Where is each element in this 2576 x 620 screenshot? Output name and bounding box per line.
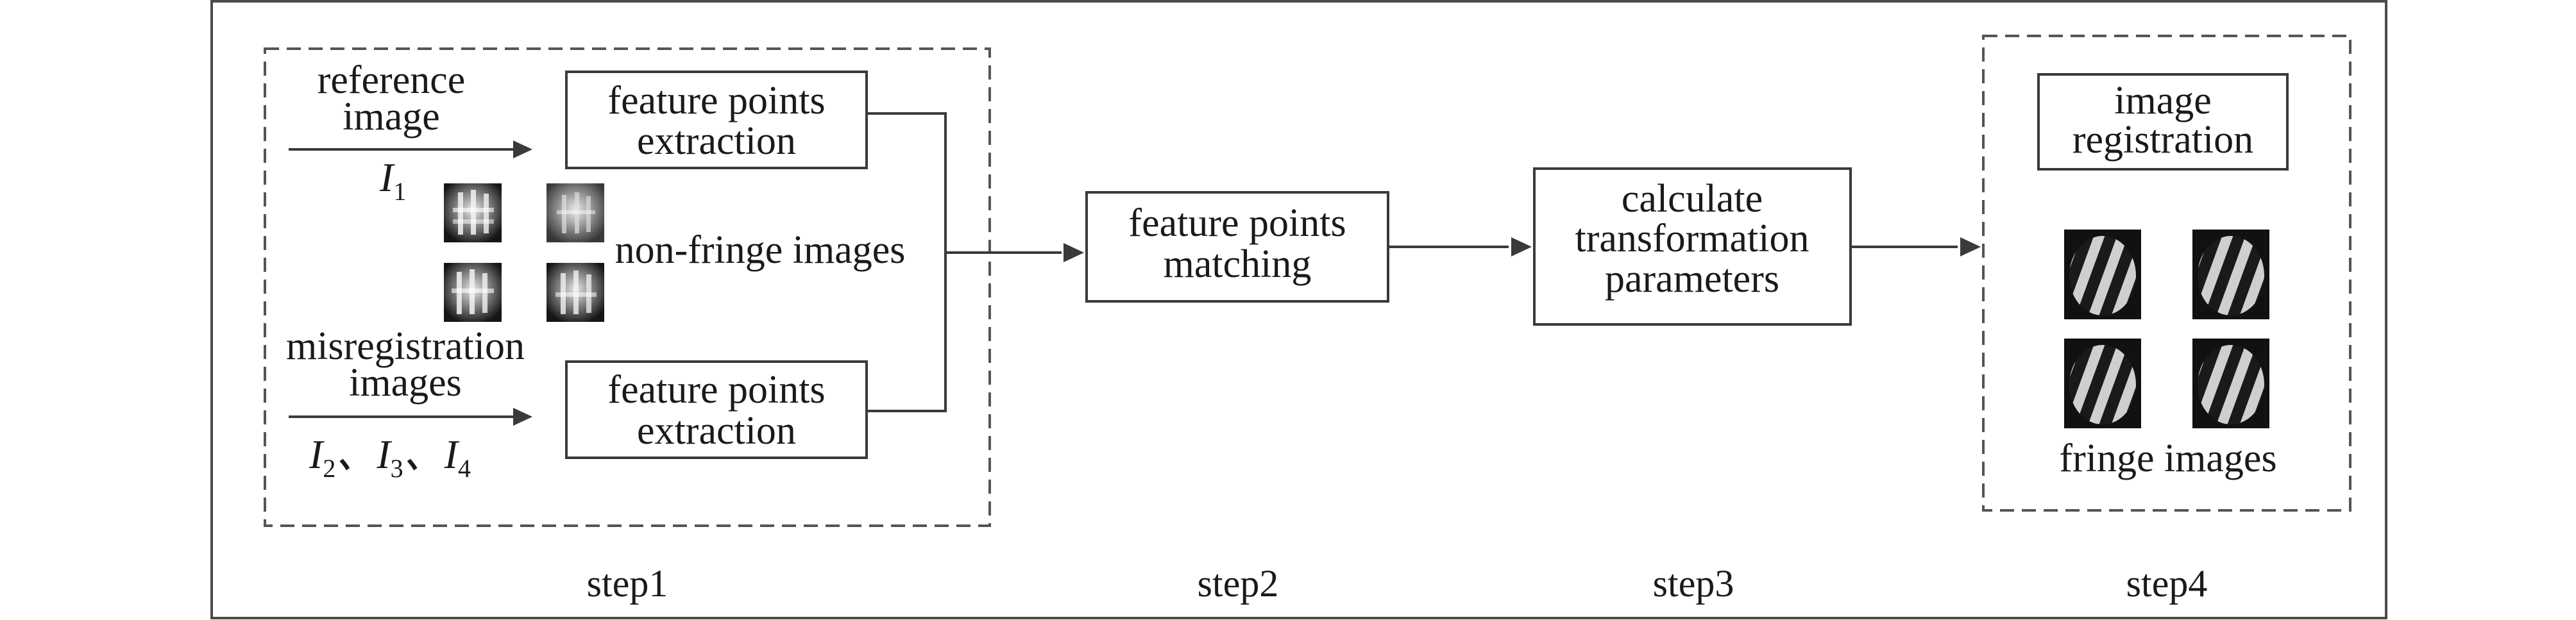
extraction-box-top bbox=[565, 71, 868, 169]
non-fringe-thumbnail-1 bbox=[444, 183, 502, 242]
step1-label: step1 bbox=[587, 562, 668, 605]
step2-label: step2 bbox=[1198, 562, 1279, 605]
matching-box bbox=[1085, 191, 1389, 303]
misregistration-label-line2: images bbox=[349, 361, 462, 405]
reference-image-label-line2: image bbox=[343, 95, 440, 138]
outer-frame bbox=[210, 0, 2387, 619]
step4-label: step4 bbox=[2126, 562, 2208, 605]
reference-image-label-line1: reference bbox=[318, 58, 466, 102]
transformation-box-line1: calculate bbox=[1622, 177, 1763, 221]
extraction-box-bottom-line1: feature points bbox=[607, 368, 825, 412]
matching-box-line2: matching bbox=[1164, 242, 1312, 286]
i1-symbol: I1 bbox=[379, 155, 406, 206]
non-fringe-thumbnail-2 bbox=[547, 183, 604, 242]
step2-to-step3-arrow-head bbox=[1511, 237, 1532, 256]
step3-to-step4-arrow-head bbox=[1960, 237, 1981, 256]
step3-label: step3 bbox=[1653, 562, 1734, 605]
extraction-box-top-line1: feature points bbox=[607, 79, 825, 122]
misregistration-label-line1: misregistration bbox=[286, 324, 525, 368]
extraction-box-bottom-line2: extraction bbox=[637, 409, 796, 453]
fringe-thumbnail-4 bbox=[2192, 339, 2269, 428]
transformation-box-line3: parameters bbox=[1605, 257, 1779, 301]
extraction-bottom-connector bbox=[867, 253, 947, 412]
transformation-box bbox=[1533, 167, 1852, 326]
non-fringe-images-label: non-fringe images bbox=[615, 228, 906, 272]
image-registration-box-line1: image bbox=[2114, 79, 2212, 122]
image-registration-box bbox=[2037, 73, 2289, 171]
i2-i3-i4-symbols: I2、I3、I4 bbox=[309, 431, 471, 483]
fringe-thumbnail-2 bbox=[2192, 230, 2269, 319]
non-fringe-thumbnail-4 bbox=[547, 263, 604, 322]
step1-group-border bbox=[264, 47, 991, 527]
transformation-box-line2: transformation bbox=[1575, 217, 1809, 260]
fringe-thumbnail-3 bbox=[2064, 339, 2141, 428]
step4-group-border bbox=[1982, 35, 2351, 512]
fringe-thumbnail-1 bbox=[2064, 230, 2141, 319]
extraction-box-top-line2: extraction bbox=[637, 119, 796, 163]
fringe-images-label: fringe images bbox=[2059, 437, 2276, 480]
image-registration-box-line2: registration bbox=[2072, 118, 2253, 162]
extraction-top-connector bbox=[867, 112, 947, 253]
matching-box-line1: feature points bbox=[1128, 201, 1346, 245]
reference-arrow-head bbox=[513, 140, 532, 158]
non-fringe-thumbnail-3 bbox=[444, 263, 502, 322]
step1-to-step2-arrow-head bbox=[1063, 243, 1084, 262]
misregistration-arrow-head bbox=[513, 408, 532, 426]
